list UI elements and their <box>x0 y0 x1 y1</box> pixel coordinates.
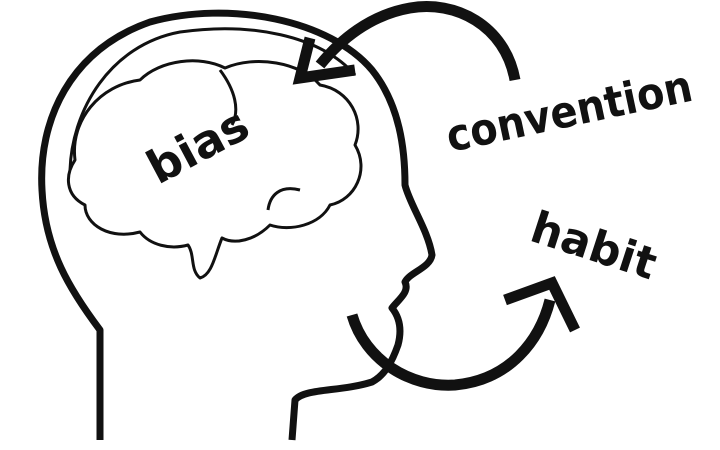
label-bias: bias <box>138 97 258 195</box>
top-cycle-arrow <box>315 1 521 82</box>
bottom-cycle-arrow <box>346 298 556 391</box>
brain-fold <box>218 69 301 211</box>
bottom-arrowhead-icon <box>503 276 580 333</box>
top-arrowhead-icon <box>292 36 356 85</box>
brain-outline <box>66 59 363 280</box>
label-habit: habit <box>525 202 663 290</box>
label-convention: convention <box>442 61 697 163</box>
head-outline <box>38 9 436 441</box>
